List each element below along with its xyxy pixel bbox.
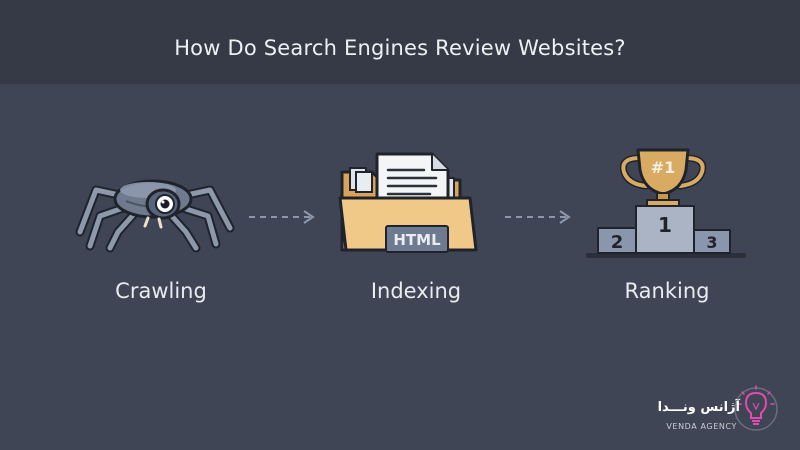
trophy-icon: #1 <box>619 148 707 209</box>
arrow-index-to-rank <box>505 210 571 224</box>
logo-name-fa: آژانس ونـــدا <box>657 400 740 415</box>
folder-html-icon: HTML <box>338 152 478 253</box>
step-label-ranking: Ranking <box>624 279 710 303</box>
podium-base <box>586 253 746 258</box>
trophy-podium-icon: #1 2 1 3 <box>586 148 746 258</box>
podium-first-label: 1 <box>658 213 672 237</box>
podium-second: 2 <box>597 227 637 254</box>
step-label-indexing: Indexing <box>370 279 462 303</box>
podium-third-label: 3 <box>706 233 717 252</box>
trophy-label: #1 <box>651 158 676 177</box>
podium-first: 1 <box>635 205 695 254</box>
podium-second-label: 2 <box>611 232 624 253</box>
header-bar <box>0 0 800 84</box>
folder-badge-label: HTML <box>393 231 441 249</box>
arrow-crawl-to-index <box>249 210 315 224</box>
page-title: How Do Search Engines Review Websites? <box>174 36 626 60</box>
podium-third: 3 <box>693 229 731 254</box>
step-label-crawling: Crawling <box>115 279 207 303</box>
spider-icon <box>75 179 235 253</box>
logo-name-en: VENDA AGENCY <box>666 422 737 431</box>
bulb-logo-icon <box>734 385 778 431</box>
